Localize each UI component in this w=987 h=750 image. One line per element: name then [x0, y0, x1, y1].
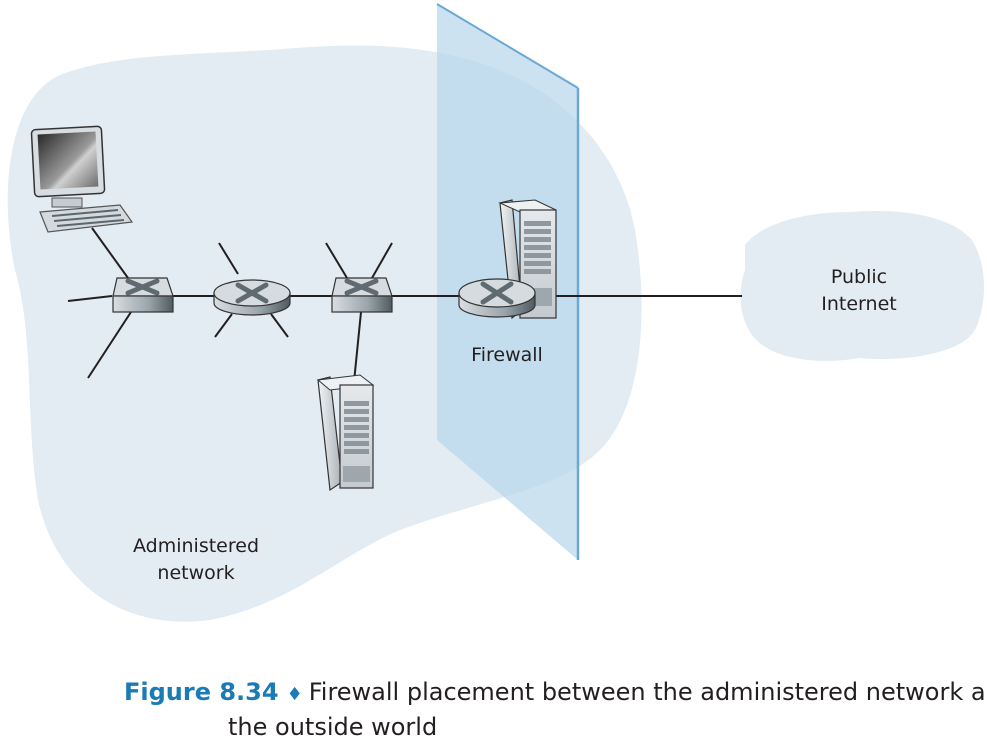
firewall-label: Firewall [471, 344, 543, 366]
diamond-separator-icon: ♦ [286, 684, 303, 705]
router-icon [213, 279, 291, 316]
figure-number: Figure 8.34 [124, 678, 279, 706]
link-switch2-server [353, 311, 362, 383]
link-switch2-upright [371, 242, 393, 279]
link-router1-downleft [214, 313, 233, 338]
caption-text-line1: Firewall placement between the administe… [308, 678, 987, 706]
switch-icon [112, 277, 174, 313]
link-switch1-left [67, 295, 113, 302]
link-switch1-down [87, 311, 132, 379]
link-switch2-upleft [325, 242, 348, 279]
public-internet-cloud [740, 210, 985, 361]
public-internet-label-line2: Internet [821, 293, 896, 315]
figure-caption: Figure 8.34 ♦Firewall placement between t… [124, 676, 987, 743]
public-internet-label-line1: Public [831, 266, 887, 288]
switch-icon [331, 277, 393, 313]
server-icon [316, 374, 375, 492]
administered-network-label-line1: Administered [133, 535, 259, 557]
network-links [67, 227, 742, 383]
firewall-placement-diagram: Firewall Public Internet Administered ne… [7, 3, 985, 622]
link-router1-downright [270, 313, 289, 338]
link-router1-upleft [218, 242, 239, 275]
firewall-plane-top-edge [436, 3, 579, 89]
firewall-router-icon [458, 278, 536, 318]
administered-network-label-line2: network [157, 562, 234, 584]
workstation-icon [30, 125, 134, 233]
caption-text-line2: the outside world [228, 713, 438, 741]
link-host-switch1 [91, 227, 129, 279]
